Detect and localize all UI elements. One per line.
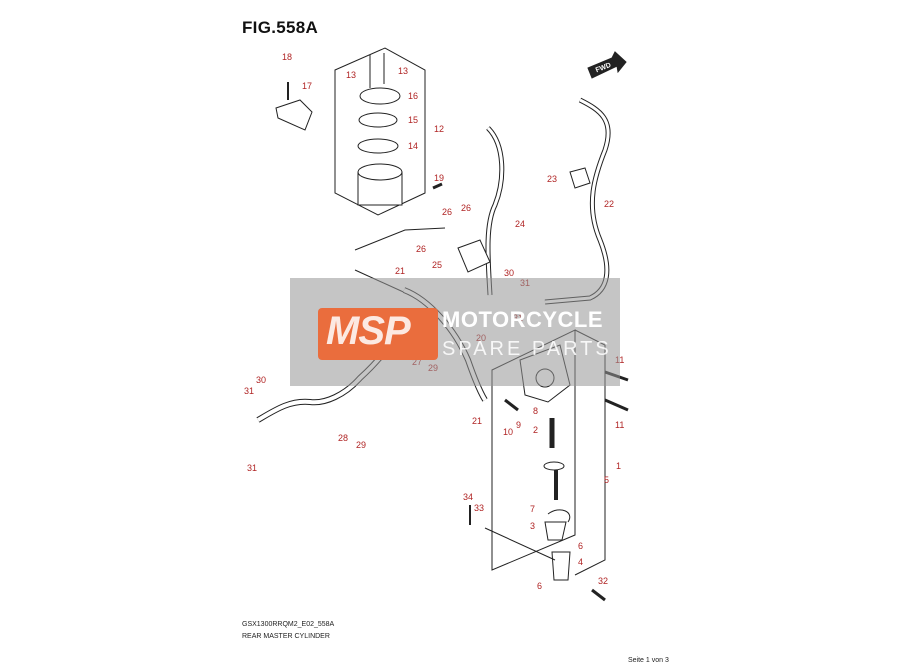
callout-1: 1 — [616, 461, 621, 471]
callout-16: 16 — [408, 91, 418, 101]
callout-17: 17 — [302, 81, 312, 91]
callout-10: 10 — [503, 427, 513, 437]
callout-19: 19 — [434, 173, 444, 183]
reservoir-outline — [334, 47, 426, 216]
callout-33: 33 — [474, 503, 484, 513]
model-code: GSX1300RRQM2_E02_558A — [242, 621, 335, 628]
callout-12: 12 — [434, 124, 444, 134]
cap-plate — [358, 112, 398, 128]
callout-24: 24 — [515, 219, 525, 229]
callout-2: 2 — [533, 425, 538, 435]
callout-29b: 29 — [356, 440, 366, 450]
callout-22: 22 — [604, 199, 614, 209]
callout-6a: 6 — [578, 541, 583, 551]
callout-18: 18 — [282, 52, 292, 62]
callout-3: 3 — [530, 521, 535, 531]
callout-21a: 21 — [395, 266, 405, 276]
clip-23 — [569, 167, 591, 189]
callout-9: 9 — [516, 420, 521, 430]
callout-23: 23 — [547, 174, 557, 184]
watermark-logo-text: MSP — [326, 309, 411, 353]
figure-caption: REAR MASTER CYLINDER — [242, 633, 330, 640]
figure-title: FIG.558A — [242, 18, 319, 37]
clamp-25 — [457, 239, 491, 273]
callout-26b: 26 — [461, 203, 471, 213]
watermark-line2: SPARE PARTS — [442, 338, 612, 360]
callout-30a: 30 — [504, 268, 514, 278]
diaphragm — [357, 138, 399, 154]
callout-32: 32 — [598, 576, 608, 586]
callout-6b: 6 — [537, 581, 542, 591]
callout-31d: 31 — [247, 463, 257, 473]
boot-3 — [544, 521, 567, 541]
bracket-17 — [275, 99, 313, 131]
callout-21b: 21 — [472, 416, 482, 426]
watermark-line1: MOTORCYCLE — [442, 307, 604, 332]
callout-11b: 11 — [615, 420, 624, 430]
callout-13a: 13 — [346, 70, 356, 80]
callout-4: 4 — [578, 557, 583, 567]
hose-22 — [544, 97, 611, 305]
callout-30b: 30 — [256, 375, 266, 385]
callout-26c: 26 — [416, 244, 426, 254]
callout-14: 14 — [408, 141, 418, 151]
watermark-logo — [318, 308, 438, 360]
callout-15: 15 — [408, 115, 418, 125]
callout-31c: 31 — [244, 386, 254, 396]
callout-26a: 26 — [442, 207, 452, 217]
callout-28: 28 — [338, 433, 348, 443]
callout-8: 8 — [533, 406, 538, 416]
circlip-7 — [547, 509, 571, 523]
reservoir-cap — [359, 87, 401, 105]
page-indicator: Seite 1 von 3 — [628, 657, 669, 664]
rod-4 — [551, 551, 571, 581]
callout-25: 25 — [432, 260, 442, 270]
callout-34: 34 — [463, 492, 473, 502]
callout-5: 5 — [604, 475, 609, 485]
callout-7: 7 — [530, 504, 535, 514]
callout-13b: 13 — [398, 66, 408, 76]
fwd-arrow — [587, 51, 627, 79]
